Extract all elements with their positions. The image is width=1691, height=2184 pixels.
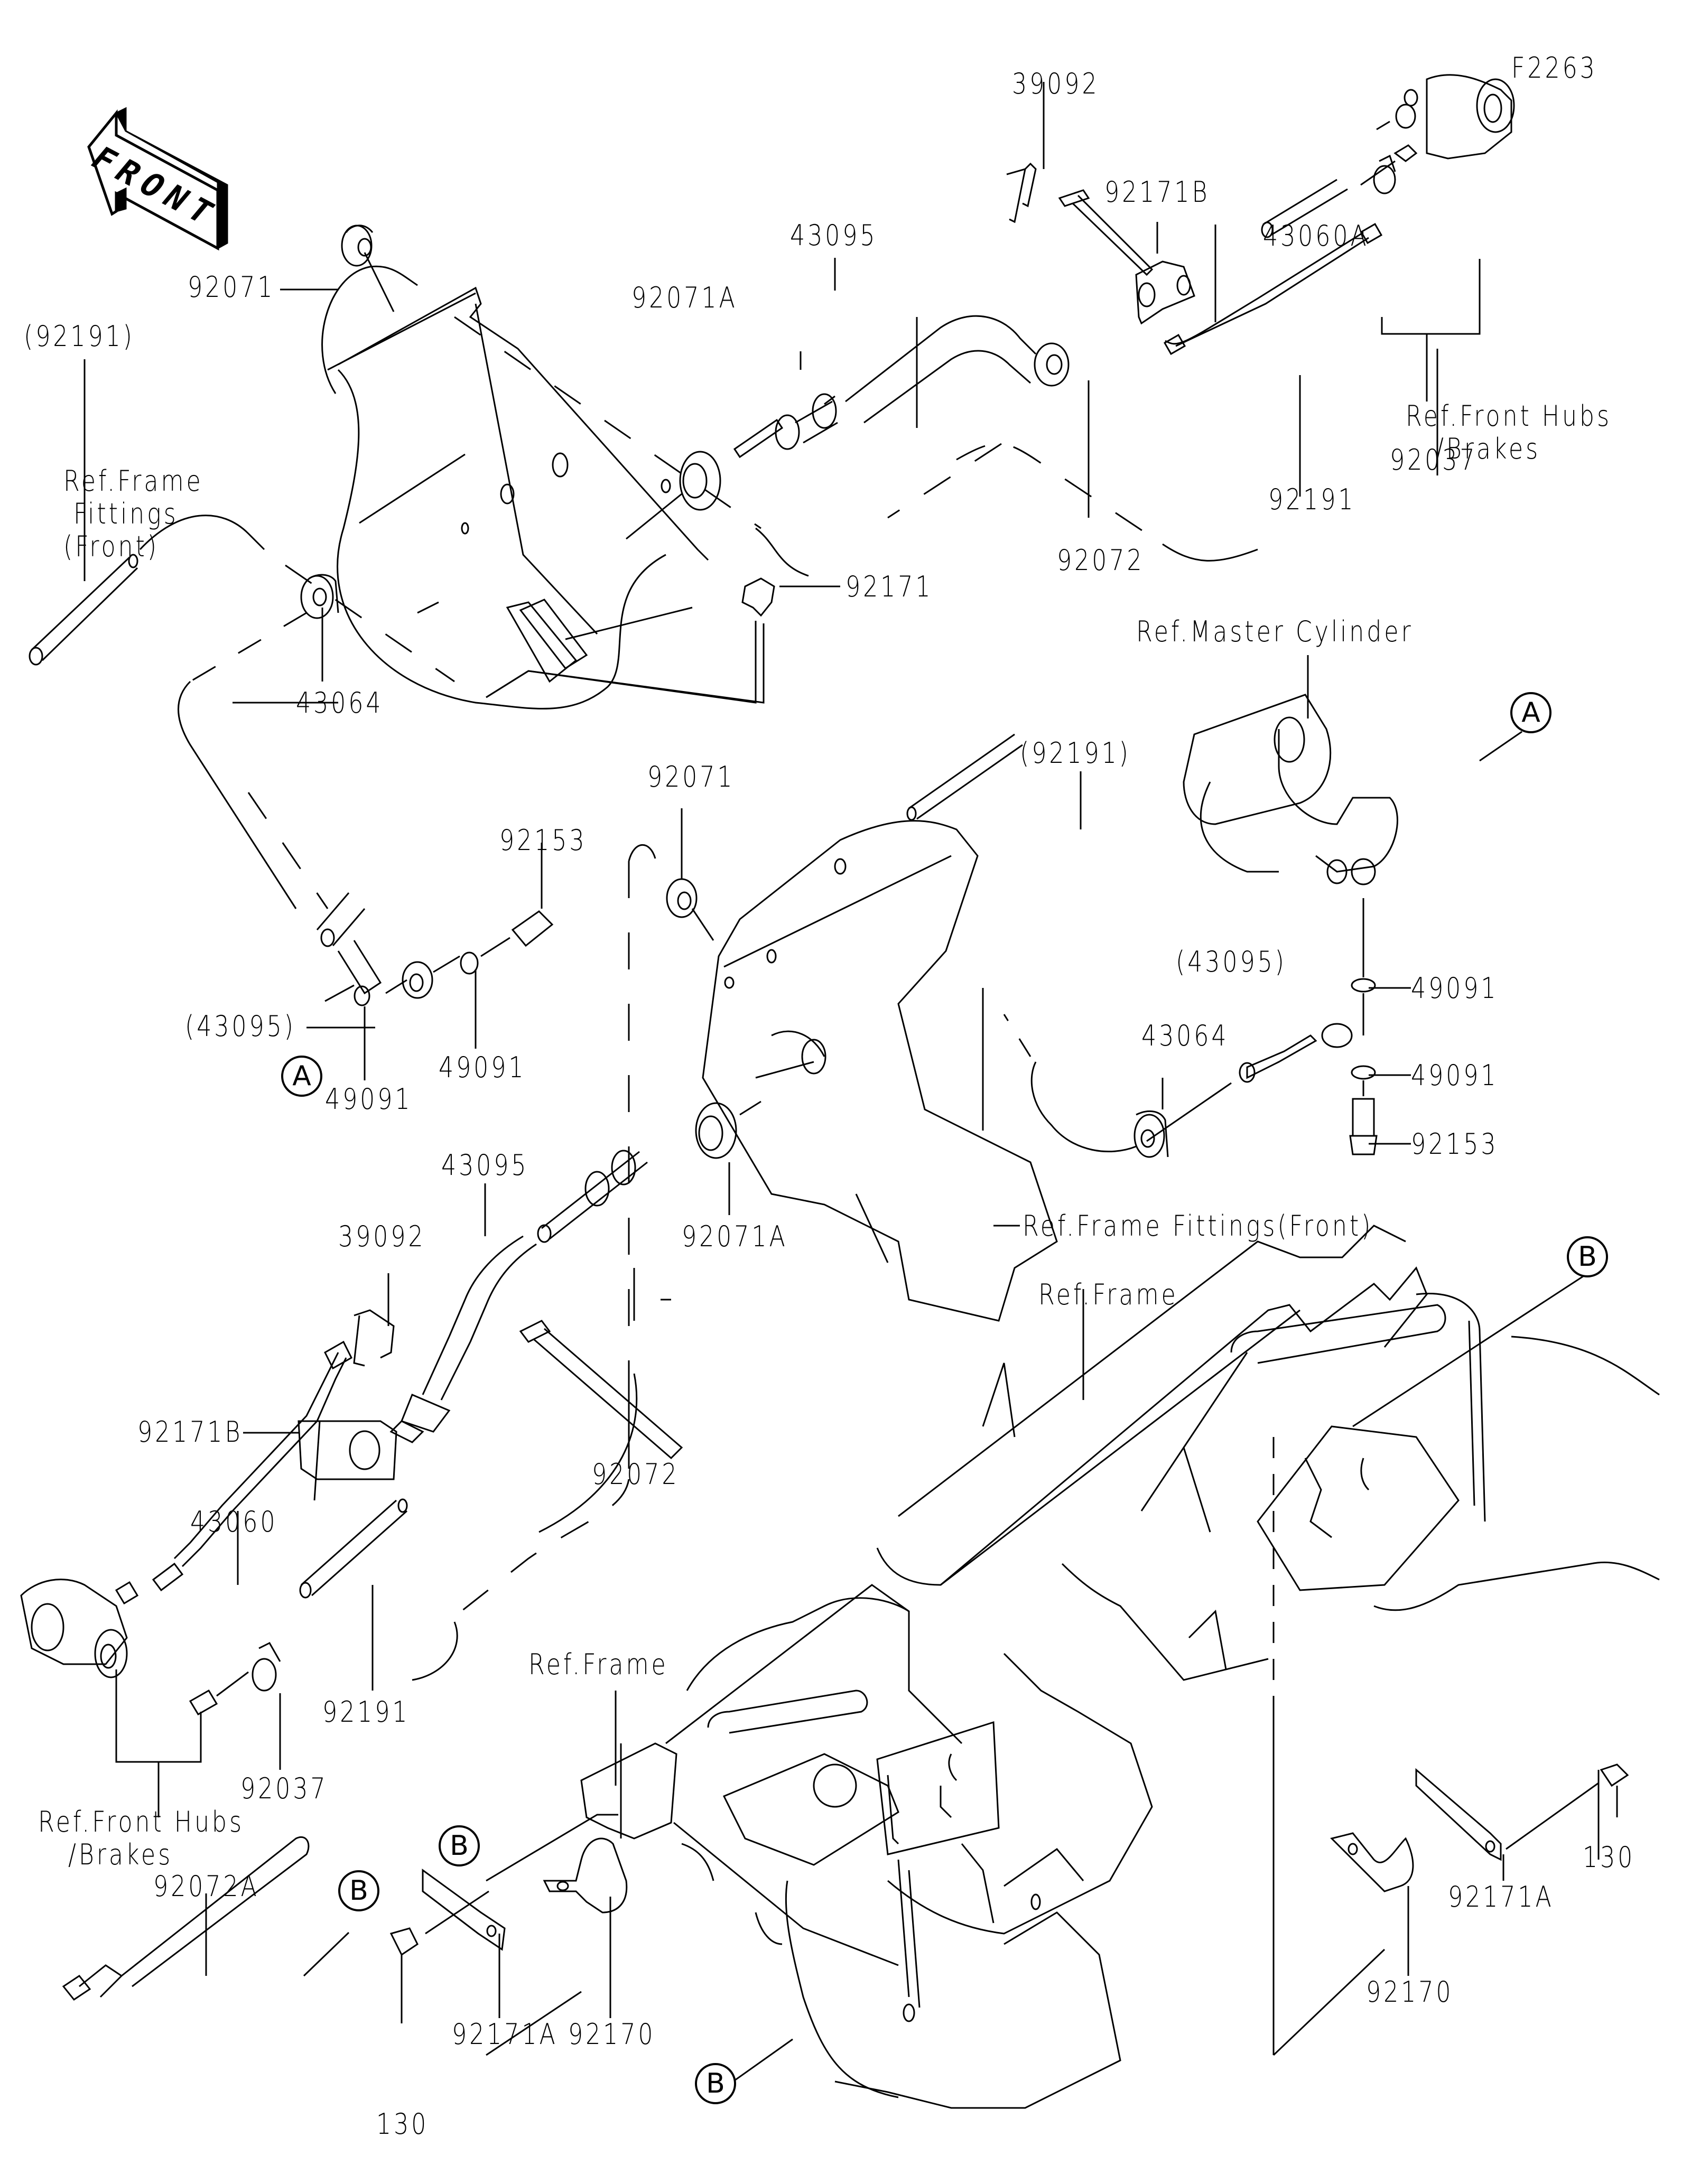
clip-92171 bbox=[742, 578, 774, 615]
part-label-43095-paren-left: (43095) bbox=[185, 1010, 296, 1043]
grommet-43064-upper bbox=[301, 575, 338, 618]
part-label-43095-mid: 43095 bbox=[441, 1149, 529, 1182]
diagram-id: F2263 bbox=[1511, 51, 1597, 85]
callout-b-top-right: B bbox=[1567, 1236, 1608, 1277]
clamp-92170-left bbox=[544, 1838, 627, 1912]
callout-a-left: A bbox=[281, 1056, 322, 1097]
part-label-92037-top: 92037 bbox=[1390, 443, 1478, 477]
right-banjo-assembly bbox=[1147, 898, 1377, 1154]
ref-label-frame-left: Ref.Frame bbox=[528, 1648, 668, 1681]
part-label-92072A: 92072A bbox=[153, 1870, 259, 1903]
callout-b-bottom: B bbox=[695, 2063, 736, 2104]
ref-label-master-cylinder: Ref.Master Cylinder bbox=[1136, 615, 1414, 648]
part-label-92071A-top: 92071A bbox=[631, 281, 738, 314]
grommet-92071-upper bbox=[342, 226, 394, 312]
part-label-92191-paren-mid: (92191) bbox=[1020, 736, 1131, 770]
part-label-92170-left: 92170 bbox=[568, 2018, 656, 2051]
part-label-130-right: 130 bbox=[1583, 1841, 1636, 1874]
bolt-130-left bbox=[391, 1891, 489, 1955]
master-cylinder-drawing bbox=[1184, 695, 1397, 884]
callout-a-right: A bbox=[1510, 692, 1551, 733]
grommet-43064-right bbox=[1004, 1014, 1168, 1157]
part-label-92153-left: 92153 bbox=[499, 824, 587, 857]
part-label-92071-top: 92071 bbox=[188, 270, 275, 304]
part-label-92171: 92171 bbox=[846, 570, 933, 603]
grommet-92071-mid bbox=[667, 879, 713, 940]
frame-fittings-front-mid-drawing bbox=[703, 821, 1057, 1321]
part-label-92191-bottom: 92191 bbox=[322, 1695, 410, 1729]
grommet-92071A-mid bbox=[696, 1102, 761, 1158]
leader-lines bbox=[85, 82, 1617, 2080]
hose-92191-paren-mid bbox=[907, 734, 1023, 820]
part-label-92072-top: 92072 bbox=[1057, 544, 1145, 577]
part-label-43095-paren-right: (43095) bbox=[1176, 945, 1287, 978]
left-banjo-assembly bbox=[317, 893, 552, 1005]
bleeder-lower bbox=[190, 1672, 248, 1714]
cable-tie-92072-mid bbox=[521, 1321, 682, 1458]
hose-92191-paren-upper bbox=[30, 555, 137, 665]
part-label-43095-top: 43095 bbox=[790, 219, 878, 252]
part-label-92191-paren-top: (92191) bbox=[24, 320, 135, 353]
brake-line-43060A bbox=[1165, 224, 1381, 354]
part-label-39092-top: 39092 bbox=[1012, 67, 1100, 100]
cable-tie-92072-upper bbox=[1060, 190, 1152, 275]
bracket-92171A-right bbox=[1416, 1770, 1501, 1860]
part-label-49091-left-a: 49091 bbox=[325, 1082, 413, 1116]
brake-line-43060 bbox=[153, 1342, 351, 1590]
part-label-92171A-right: 92171A bbox=[1448, 1880, 1554, 1914]
bleeder-upper bbox=[1361, 145, 1416, 185]
clip-39092-mid bbox=[354, 1310, 394, 1366]
bracket-92171B-upper bbox=[1136, 262, 1194, 323]
bracket-92171B-mid bbox=[299, 1421, 396, 1500]
wheel-cylinder-lower bbox=[21, 1580, 137, 1677]
part-label-130-left: 130 bbox=[376, 2107, 429, 2141]
bolt-130-right bbox=[1506, 1765, 1628, 1849]
callout-b-left: B bbox=[338, 1870, 379, 1911]
wheel-cylinder-upper bbox=[1377, 75, 1514, 158]
part-label-49091-right-b: 49091 bbox=[1411, 1059, 1499, 1092]
cable-tie-92072A bbox=[63, 1837, 309, 2000]
part-label-92191-top: 92191 bbox=[1268, 483, 1356, 516]
grommet-92071A-upper bbox=[626, 452, 720, 539]
front-arrow-icon bbox=[89, 108, 227, 248]
brake-hose-43095-mid bbox=[391, 1151, 647, 1442]
part-label-92153-right: 92153 bbox=[1411, 1127, 1499, 1161]
part-label-92170-right: 92170 bbox=[1366, 1975, 1454, 2009]
part-label-49091-left-b: 49091 bbox=[439, 1051, 526, 1084]
part-label-92171B-top: 92171B bbox=[1104, 175, 1210, 209]
ref-label-front-hubs-brakes-top: Ref.Front Hubs /Brakes bbox=[1406, 399, 1612, 466]
ref-label-frame-right: Ref.Frame bbox=[1038, 1278, 1178, 1311]
part-label-92171A-left: 92171A bbox=[452, 2018, 558, 2051]
hose-92191-upper bbox=[1262, 180, 1348, 237]
ref-label-frame-fittings-front-top: Ref.Frame Fittings (Front) bbox=[63, 464, 203, 564]
frame-fittings-front-upper-drawing bbox=[328, 288, 756, 708]
clamp-92037-lower bbox=[253, 1643, 280, 1691]
bracket-92171A-left bbox=[423, 1870, 505, 1949]
clip-39092-upper bbox=[1007, 164, 1036, 222]
routing-lines-middle bbox=[412, 845, 888, 1680]
callout-b-mid-left: B bbox=[439, 1825, 480, 1866]
part-label-43064-top: 43064 bbox=[296, 686, 384, 720]
part-label-92071A-mid: 92071A bbox=[682, 1220, 788, 1253]
routing-lines-upper bbox=[140, 266, 1258, 909]
clamp-92037-upper bbox=[1374, 156, 1395, 193]
part-label-92071-mid: 92071 bbox=[647, 760, 735, 794]
part-label-92171B-mid: 92171B bbox=[137, 1415, 243, 1449]
brake-hose-43095-upper bbox=[735, 316, 1069, 457]
ref-label-frame-fittings-front-mid: Ref.Frame Fittings(Front) bbox=[1023, 1209, 1373, 1243]
clamp-92170-right bbox=[1332, 1833, 1413, 1891]
hose-92191-lower bbox=[300, 1499, 407, 1598]
part-label-49091-right-a: 49091 bbox=[1411, 972, 1499, 1005]
part-label-43060A: 43060A bbox=[1263, 219, 1369, 253]
frame-drawing-left bbox=[581, 1585, 1152, 2108]
frame-drawing-right bbox=[877, 1226, 1659, 2055]
part-label-39092-mid: 39092 bbox=[338, 1220, 426, 1253]
part-label-43060: 43060 bbox=[190, 1505, 278, 1538]
part-label-92072-mid: 92072 bbox=[592, 1458, 680, 1491]
part-label-43064-right: 43064 bbox=[1141, 1019, 1229, 1052]
ref-label-front-hubs-brakes-bottom: Ref.Front Hubs /Brakes bbox=[38, 1805, 244, 1872]
part-label-92037-bottom: 92037 bbox=[240, 1772, 328, 1805]
